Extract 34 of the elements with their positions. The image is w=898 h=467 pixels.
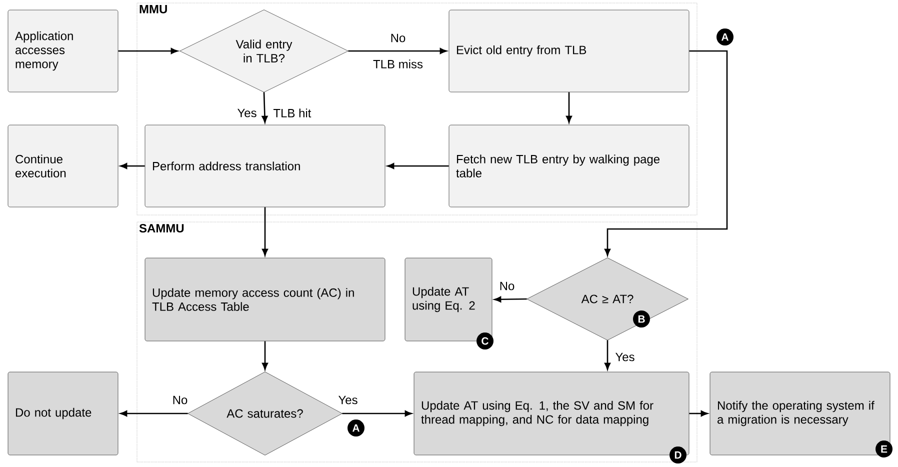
condition-label: TLB hit: [272, 108, 312, 118]
arrow: [604, 340, 610, 370]
arrow: [494, 296, 527, 302]
edge-label: No: [498, 280, 516, 292]
edge-label: No: [171, 394, 189, 406]
arrow: [118, 48, 178, 54]
arrow: [120, 410, 188, 416]
arrow: [387, 163, 449, 169]
arrow: [262, 207, 268, 256]
edge-label: No: [389, 32, 407, 44]
marker-badge: A: [716, 28, 734, 46]
arrow: [262, 341, 268, 370]
process-box: Do not update: [8, 372, 118, 456]
arrow: [342, 410, 412, 416]
marker-badge: C: [476, 332, 494, 350]
arrow: [348, 48, 447, 54]
condition-label: TLB miss: [372, 58, 424, 70]
process-box: Evict old entry from TLB: [448, 10, 690, 92]
marker-badge: E: [876, 440, 892, 458]
process-box: Fetch new TLB entry by walking page table: [448, 124, 690, 208]
arrow: [604, 50, 728, 256]
arrow: [262, 92, 268, 123]
arrow: [120, 163, 145, 169]
arrow: [566, 92, 572, 123]
process-box: Continue execution: [8, 124, 118, 208]
edge-label: Yes: [614, 352, 636, 362]
process-box: Perform address translation: [144, 124, 386, 208]
process-box: Update memory access count (AC) in TLB Access Table: [144, 258, 386, 342]
marker-badge: A: [348, 420, 364, 436]
arrow: [689, 410, 708, 416]
edge-label: Yes: [236, 108, 258, 118]
marker-badge: B: [633, 310, 650, 328]
marker-badge: D: [670, 446, 686, 464]
process-box: Application accesses memory: [8, 10, 118, 92]
